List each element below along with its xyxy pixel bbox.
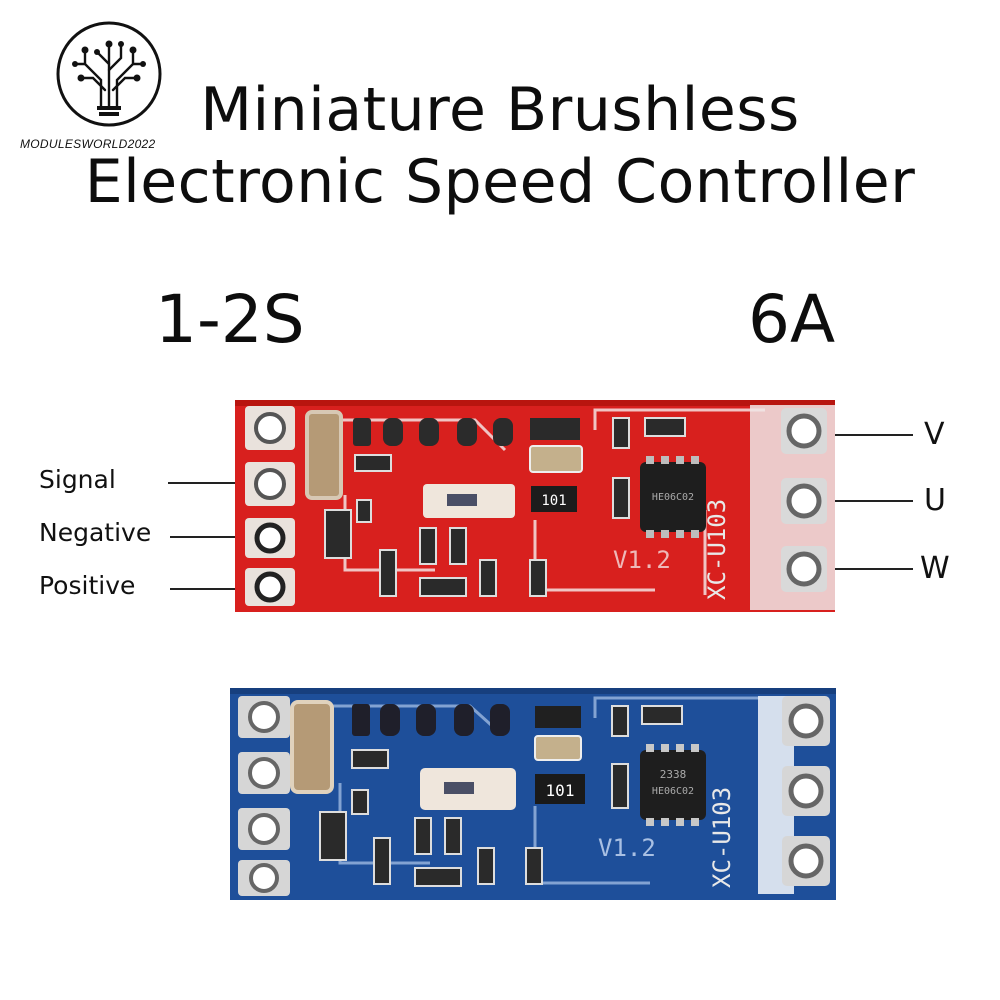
right-pads: [781, 408, 827, 592]
brand-logo-icon: [56, 21, 162, 127]
red-version-marking: V1.2: [613, 546, 671, 574]
spec-cells: 1-2S: [155, 281, 305, 358]
phase-label-u: U: [924, 483, 946, 518]
pin-label-negative: Negative: [39, 518, 152, 547]
red-esc-board: 101 HE06C02 V1.2 XC-U103: [235, 400, 835, 612]
red-resistor-marking: 101: [541, 493, 566, 509]
phase-line-u: [808, 500, 913, 502]
phase-label-w: W: [920, 551, 950, 586]
blue-side-marking: XC-U103: [708, 787, 736, 888]
phase-line-w: [808, 568, 913, 570]
left-pads: [245, 406, 295, 606]
page-title-line2: Electronic Speed Controller: [84, 147, 916, 217]
pin-label-signal: Signal: [39, 465, 116, 494]
blue-esc-board: 101 2338 HE06C02 V1.2 XC-U103: [230, 688, 836, 900]
brand-watermark: MODULESWORLD2022: [20, 137, 156, 151]
red-side-marking: XC-U103: [703, 499, 731, 600]
phase-label-v: V: [924, 417, 945, 452]
red-chip-marking: HE06C02: [652, 492, 694, 503]
spec-current: 6A: [748, 281, 836, 358]
page-title-line1: Miniature Brushless: [200, 75, 800, 145]
blue-chip-marking-top: 2338: [660, 768, 687, 781]
pin-label-positive: Positive: [39, 571, 136, 600]
blue-version-marking: V1.2: [598, 834, 656, 862]
phase-line-v: [808, 434, 913, 436]
pin-line-signal: [168, 482, 263, 484]
pin-line-positive: [170, 588, 262, 590]
pin-line-negative: [170, 536, 262, 538]
blue-chip-marking-bottom: HE06C02: [652, 786, 694, 797]
blue-resistor-marking: 101: [546, 781, 575, 800]
